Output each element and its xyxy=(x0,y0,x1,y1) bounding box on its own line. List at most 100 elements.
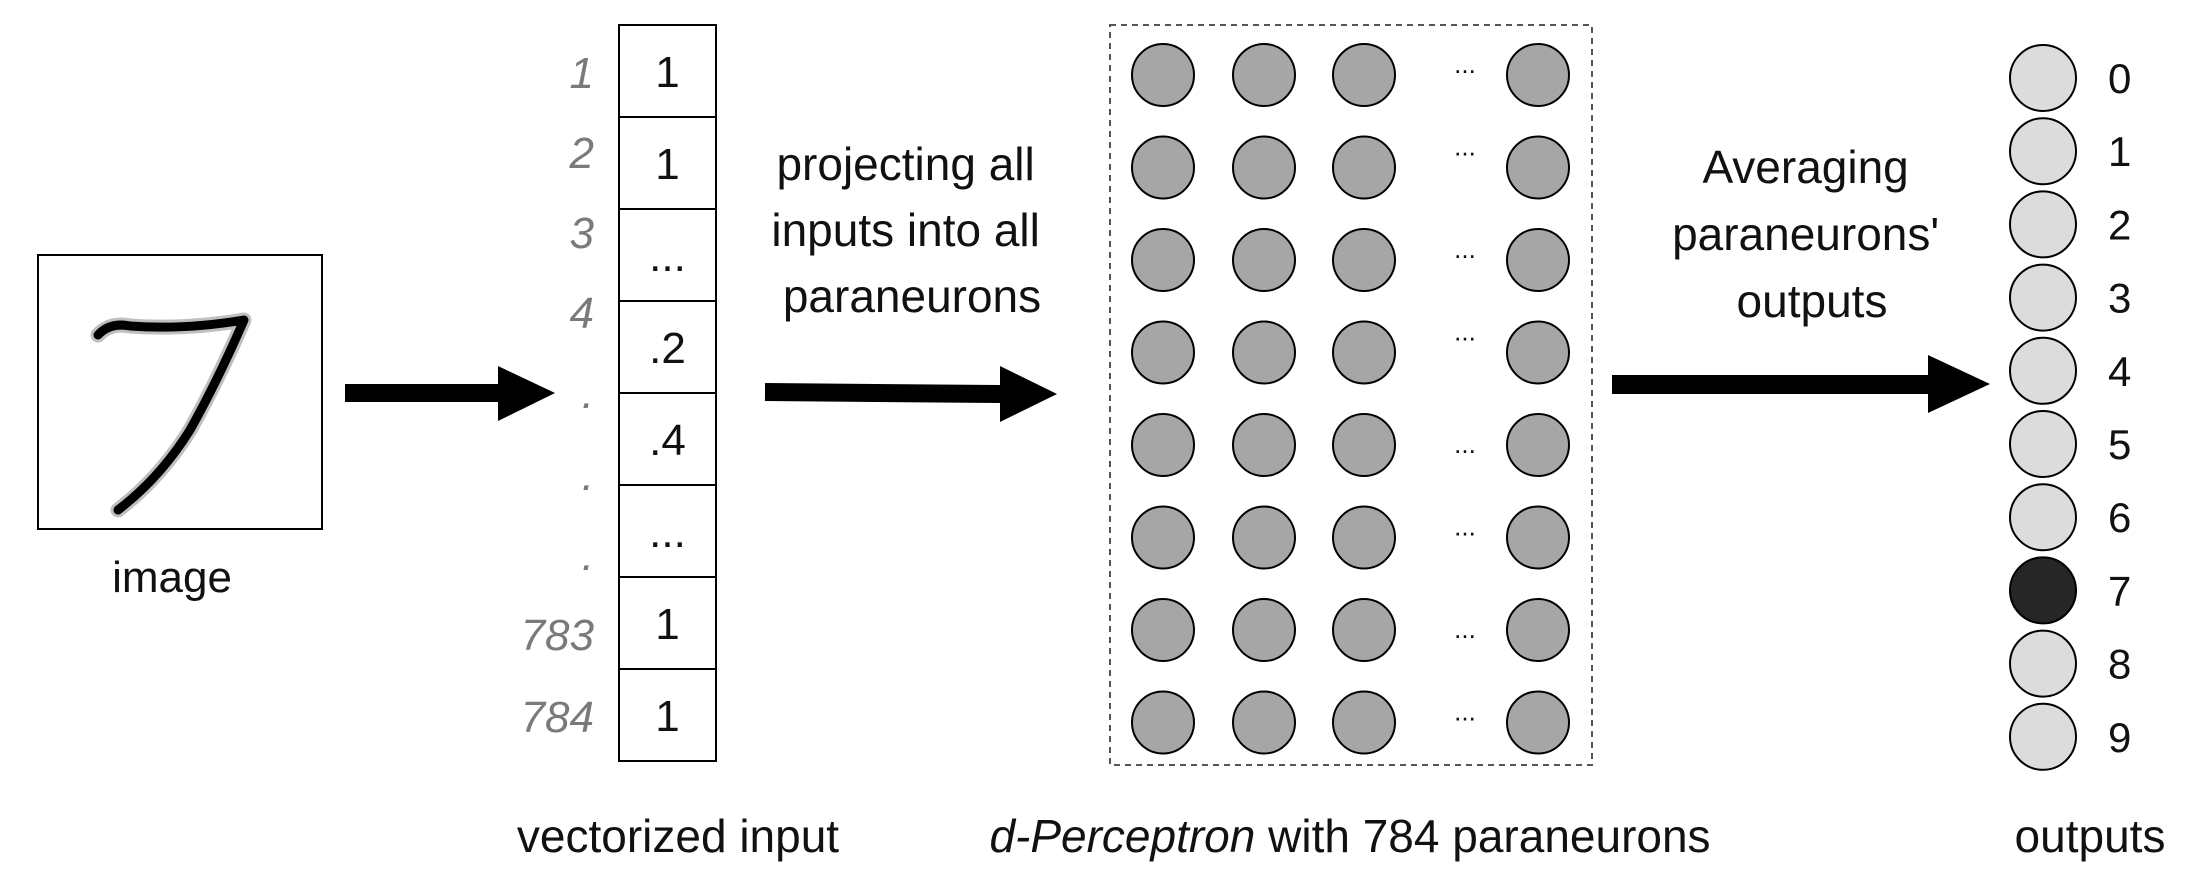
output-neuron xyxy=(2009,44,2077,112)
output-neuron xyxy=(2009,629,2077,698)
averaging-text: Averaging paraneurons' outputs xyxy=(1672,141,1952,327)
vector-cell-value: 1 xyxy=(655,140,679,189)
vector-cell-value: ... xyxy=(649,508,686,557)
vector-cell xyxy=(618,668,717,762)
output-label: 4 xyxy=(2108,348,2131,395)
paraneuron xyxy=(1332,598,1396,662)
output-neuron xyxy=(2009,263,2077,332)
grid-ellipsis: ... xyxy=(1454,49,1476,79)
paraneuron xyxy=(1131,598,1195,662)
paraneuron xyxy=(1332,135,1396,200)
output-neuron xyxy=(2009,410,2077,478)
vector-cell xyxy=(618,484,717,578)
arrow-vector-to-perceptron xyxy=(764,366,1057,422)
vector-cell xyxy=(618,576,717,670)
output-label: 7 xyxy=(2108,567,2131,614)
paraneuron xyxy=(1506,320,1570,385)
output-label: 0 xyxy=(2108,55,2131,102)
vector-cell-value: .2 xyxy=(649,324,686,373)
paraneuron xyxy=(1506,598,1570,662)
paraneuron xyxy=(1232,135,1296,200)
projection-text-line-2: inputs into all xyxy=(771,204,1040,256)
output-neurons: 0 1 2 3 4 5 6 7 8 9 xyxy=(2009,44,2131,771)
outputs-caption: outputs xyxy=(2015,810,2166,862)
vector-caption: vectorized input xyxy=(517,810,839,862)
output-label: 9 xyxy=(2108,714,2131,761)
perceptron-caption: d-Perceptron with 784 paraneurons xyxy=(989,810,1710,862)
paraneuron xyxy=(1232,43,1296,107)
vector-index-label: . xyxy=(582,451,594,500)
output-neuron xyxy=(2009,336,2077,405)
averaging-text-line-3: outputs xyxy=(1737,275,1888,327)
vector-cell xyxy=(618,116,717,210)
grid-ellipsis: ... xyxy=(1454,697,1476,727)
output-label: 3 xyxy=(2108,275,2131,322)
vector-cell xyxy=(618,208,717,302)
grid-ellipsis: ... xyxy=(1454,132,1476,162)
vector-cell xyxy=(618,300,717,394)
image-frame xyxy=(37,254,323,530)
grid-ellipsis: ... xyxy=(1454,614,1476,644)
paraneuron xyxy=(1131,413,1195,477)
projection-text: projecting all inputs into all paraneuro… xyxy=(771,138,1052,322)
paraneuron xyxy=(1131,320,1195,385)
output-neuron xyxy=(2009,483,2077,552)
grid-ellipsis: ... xyxy=(1454,429,1476,459)
paraneuron xyxy=(1131,135,1195,200)
grid-ellipsis: ... xyxy=(1454,512,1476,542)
vector-index-label: . xyxy=(582,369,594,418)
output-label: 6 xyxy=(2108,494,2131,541)
paraneuron xyxy=(1232,228,1296,292)
projection-text-line-1: projecting all xyxy=(776,138,1034,190)
image-label: image xyxy=(112,553,232,602)
paraneuron xyxy=(1506,228,1570,292)
output-label: 1 xyxy=(2108,128,2131,175)
paraneuron xyxy=(1332,228,1396,292)
paraneuron xyxy=(1506,690,1570,755)
paraneuron xyxy=(1332,43,1396,107)
vector-index-label: 3 xyxy=(570,209,595,258)
vector-cell-value: 1 xyxy=(655,48,679,97)
vector-index-label: 4 xyxy=(570,289,594,338)
vector-index-label: 2 xyxy=(569,129,594,178)
output-neuron xyxy=(2009,190,2077,259)
vector-cell xyxy=(618,24,717,118)
paraneuron xyxy=(1506,135,1570,200)
output-neuron-active xyxy=(2009,556,2077,625)
perceptron-box xyxy=(1109,24,1593,766)
grid-ellipsis: ... xyxy=(1454,317,1476,347)
digit-seven-glyph xyxy=(90,312,252,518)
vectorized-input: 1 1... .2 .4... 1 1 xyxy=(618,24,717,762)
paraneuron xyxy=(1332,690,1396,755)
output-label: 5 xyxy=(2108,421,2131,468)
perceptron-caption-rest: with 784 paraneurons xyxy=(1255,810,1710,862)
paraneuron-grid: ........................ xyxy=(1131,43,1570,755)
projection-text-line-3: paraneurons xyxy=(783,270,1041,322)
vector-index-label: 1 xyxy=(570,49,594,98)
paraneuron xyxy=(1232,598,1296,662)
paraneuron xyxy=(1332,320,1396,385)
paraneuron xyxy=(1506,413,1570,477)
paraneuron xyxy=(1131,690,1195,755)
vector-index-label: 784 xyxy=(521,693,594,742)
paraneuron xyxy=(1232,690,1296,755)
paraneuron xyxy=(1232,413,1296,477)
paraneuron xyxy=(1131,43,1195,107)
output-label: 8 xyxy=(2108,641,2131,688)
paraneuron xyxy=(1232,320,1296,385)
paraneuron xyxy=(1332,505,1396,570)
vector-cell-value: 1 xyxy=(655,692,679,741)
paraneuron xyxy=(1131,505,1195,570)
averaging-text-line-2: paraneurons' xyxy=(1672,208,1939,260)
vector-index-label: . xyxy=(582,531,594,580)
paraneuron xyxy=(1506,505,1570,570)
vector-cell-value: ... xyxy=(649,232,686,281)
output-label: 2 xyxy=(2108,201,2131,248)
vector-cell xyxy=(618,392,717,486)
arrow-perceptron-to-outputs xyxy=(1612,355,1990,413)
paraneuron xyxy=(1506,43,1570,107)
averaging-text-line-1: Averaging xyxy=(1702,141,1908,193)
vector-cell-value: 1 xyxy=(655,600,679,649)
vector-cell-value: .4 xyxy=(649,416,686,465)
